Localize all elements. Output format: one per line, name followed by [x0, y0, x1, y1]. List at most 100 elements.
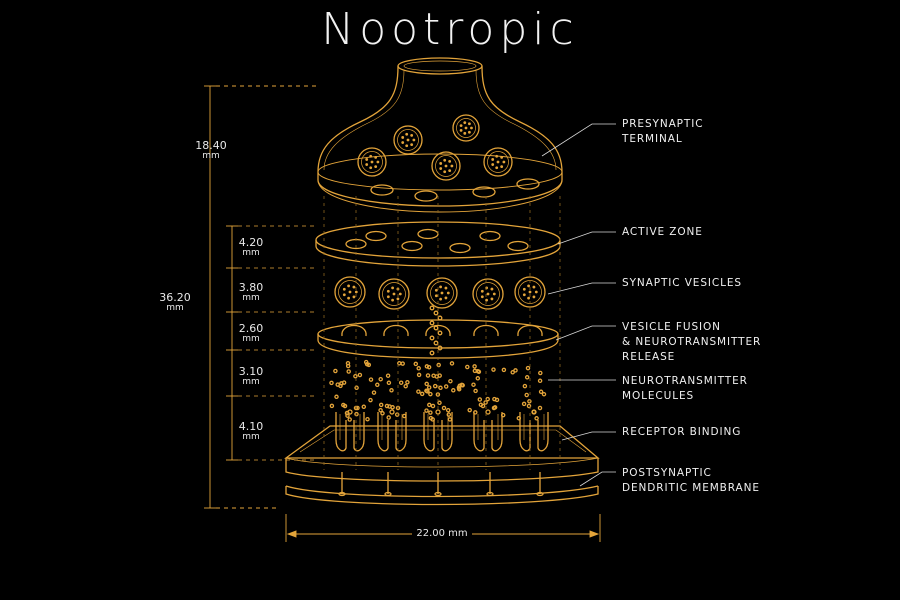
- molecule: [491, 367, 496, 372]
- molecule: [385, 373, 391, 378]
- molecule: [492, 396, 497, 402]
- fusion-loop: [383, 324, 409, 337]
- molecule: [459, 382, 465, 388]
- molecule: [426, 364, 432, 370]
- molecule: [428, 391, 433, 397]
- molecule: [525, 365, 531, 371]
- dimension-lines: [204, 85, 318, 509]
- molecule: [522, 383, 528, 389]
- molecule: [424, 381, 429, 387]
- molecule: [335, 382, 340, 387]
- presynaptic-terminal: [317, 57, 563, 213]
- molecule: [375, 382, 380, 388]
- molecule: [416, 372, 422, 378]
- molecule: [538, 370, 543, 376]
- molecule: [521, 401, 527, 407]
- fusion-loop: [425, 324, 451, 337]
- molecule: [425, 373, 431, 378]
- fusion-loop: [341, 324, 367, 337]
- active-zone-pore: [449, 242, 471, 254]
- release-particle: [433, 310, 439, 316]
- receptor: [423, 403, 453, 452]
- molecule: [400, 361, 405, 366]
- molecule: [537, 378, 543, 384]
- molecule: [419, 391, 425, 397]
- terminal-pore: [516, 178, 540, 190]
- dim-width: 22.00 mm: [416, 528, 468, 539]
- vesicle: [357, 147, 387, 177]
- molecule: [405, 380, 410, 385]
- molecule: [416, 389, 421, 394]
- molecule: [485, 396, 490, 402]
- terminal-pore: [414, 190, 438, 202]
- release-particle: [429, 350, 435, 356]
- vesicle: [378, 278, 410, 310]
- molecule: [465, 364, 470, 370]
- molecule: [424, 364, 430, 369]
- molecule: [432, 383, 438, 389]
- molecule: [424, 408, 429, 413]
- molecule: [438, 385, 443, 391]
- molecule: [368, 397, 373, 403]
- molecule: [380, 411, 385, 416]
- label-postsynaptic-membrane: POSTSYNAPTIC DENDRITIC MEMBRANE: [622, 467, 760, 494]
- molecule: [447, 417, 453, 422]
- molecule: [451, 388, 456, 393]
- molecule: [428, 410, 433, 415]
- terminal-pore: [472, 186, 496, 198]
- molecule: [378, 376, 383, 382]
- molecule: [389, 388, 394, 393]
- active-zone-pore: [401, 240, 423, 252]
- molecule: [524, 392, 529, 398]
- molecule: [538, 389, 544, 395]
- molecule: [368, 377, 374, 382]
- vesicle: [483, 147, 513, 177]
- active-zone-pore: [365, 230, 387, 242]
- fusion-loop: [517, 324, 543, 337]
- molecule: [445, 407, 451, 413]
- molecule: [477, 397, 483, 402]
- molecule: [473, 388, 478, 394]
- molecule: [524, 375, 530, 380]
- vesicle: [472, 278, 504, 310]
- release-particle: [437, 315, 443, 321]
- vesicle: [334, 276, 366, 308]
- molecule: [449, 361, 455, 366]
- molecule: [378, 407, 383, 413]
- width-dimension-line: [285, 514, 601, 542]
- active-zone-pore: [479, 230, 501, 242]
- molecule: [527, 399, 532, 404]
- molecule: [472, 364, 477, 369]
- molecule: [346, 369, 351, 374]
- receptors-row: [335, 403, 549, 452]
- molecule: [354, 385, 359, 391]
- molecule: [456, 386, 462, 392]
- postsynaptic-membrane: [284, 425, 600, 506]
- label-synaptic-vesicles: SYNAPTIC VESICLES: [622, 277, 742, 289]
- molecule: [541, 391, 547, 397]
- receptor: [473, 403, 503, 452]
- molecule: [386, 380, 392, 386]
- molecule: [347, 417, 352, 422]
- page-title: Nootropic: [321, 4, 579, 55]
- molecule: [471, 382, 476, 387]
- molecule: [443, 384, 449, 389]
- molecule: [329, 380, 334, 386]
- molecule: [398, 380, 404, 385]
- molecule: [436, 362, 441, 368]
- molecule: [371, 390, 377, 395]
- molecule: [363, 359, 369, 365]
- molecule: [394, 412, 400, 417]
- fusion-loop: [473, 324, 499, 337]
- label-neurotransmitter-molecules: NEUROTRANSMITTER MOLECULES: [622, 375, 748, 402]
- molecule: [476, 369, 482, 375]
- molecule: [446, 412, 452, 417]
- vesicle: [452, 114, 480, 142]
- label-vesicle-fusion: VESICLE FUSION & NEUROTRANSMITTER RELEAS…: [622, 321, 762, 363]
- vesicle: [426, 277, 458, 309]
